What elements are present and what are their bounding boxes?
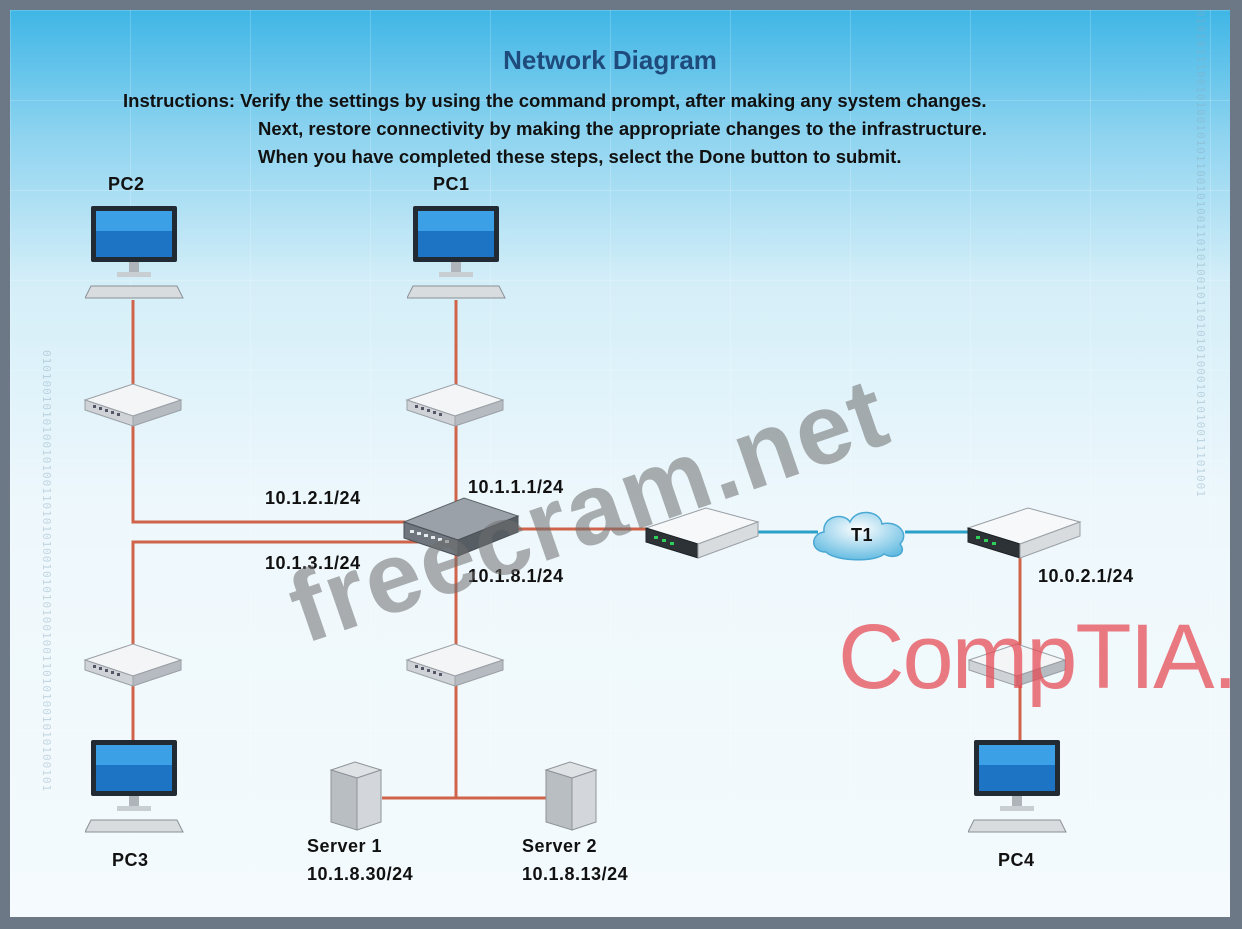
server2-icon[interactable] xyxy=(540,760,600,832)
interface-label-pc1: 10.1.1.1/24 xyxy=(468,477,564,497)
pc1-computer-icon[interactable] xyxy=(407,202,507,302)
interface-label-remote: 10.0.2.1/24 xyxy=(1038,566,1134,586)
pc3-computer-icon[interactable] xyxy=(85,736,185,836)
switch-servers-icon[interactable] xyxy=(405,638,505,688)
server2-label: Server 2 xyxy=(522,836,598,856)
binary-decoration: 0101011100101001010110010100110101001011… xyxy=(1194,10,1207,498)
pc2-label: PC2 xyxy=(108,174,145,194)
page-title: Network Diagram xyxy=(503,45,717,75)
interface-label-pc2: 10.1.2.1/24 xyxy=(265,488,361,508)
switch-pc1-icon[interactable] xyxy=(405,378,505,428)
server1-label: Server 1 xyxy=(307,836,383,856)
core-switch-icon[interactable] xyxy=(402,492,520,562)
server2-ip-label: 10.1.8.13/24 xyxy=(522,864,629,884)
pc3-label: PC3 xyxy=(112,850,149,870)
switch-pc3-icon[interactable] xyxy=(83,638,183,688)
switch-pc4-icon[interactable] xyxy=(967,638,1067,688)
diagram-canvas: 0101011100101001010110010100110101001011… xyxy=(10,10,1230,917)
binary-decoration-left: 0101001010100101001101010100101010100100… xyxy=(40,350,53,793)
link-pc2-switch xyxy=(131,300,460,524)
instructions-line-3: When you have completed these steps, sel… xyxy=(258,146,902,167)
cloud-label: T1 xyxy=(851,525,874,545)
pc1-label: PC1 xyxy=(433,174,470,194)
instructions-line-2: Next, restore connectivity by making the… xyxy=(258,118,987,139)
server1-icon[interactable] xyxy=(325,760,385,832)
pc2-computer-icon[interactable] xyxy=(85,202,185,302)
router-local-icon[interactable] xyxy=(642,502,762,562)
router-remote-icon[interactable] xyxy=(964,502,1084,562)
t1-cloud-icon[interactable] xyxy=(806,504,914,564)
switch-pc2-icon[interactable] xyxy=(83,378,183,428)
interface-label-servers: 10.1.8.1/24 xyxy=(468,566,564,586)
server1-ip-label: 10.1.8.30/24 xyxy=(307,864,414,884)
instructions-line-1: Instructions: Verify the settings by usi… xyxy=(123,90,987,111)
pc4-label: PC4 xyxy=(998,850,1035,870)
pc4-computer-icon[interactable] xyxy=(968,736,1068,836)
interface-label-pc3: 10.1.3.1/24 xyxy=(265,553,361,573)
brand-watermark: CompTIA. xyxy=(838,606,1230,708)
